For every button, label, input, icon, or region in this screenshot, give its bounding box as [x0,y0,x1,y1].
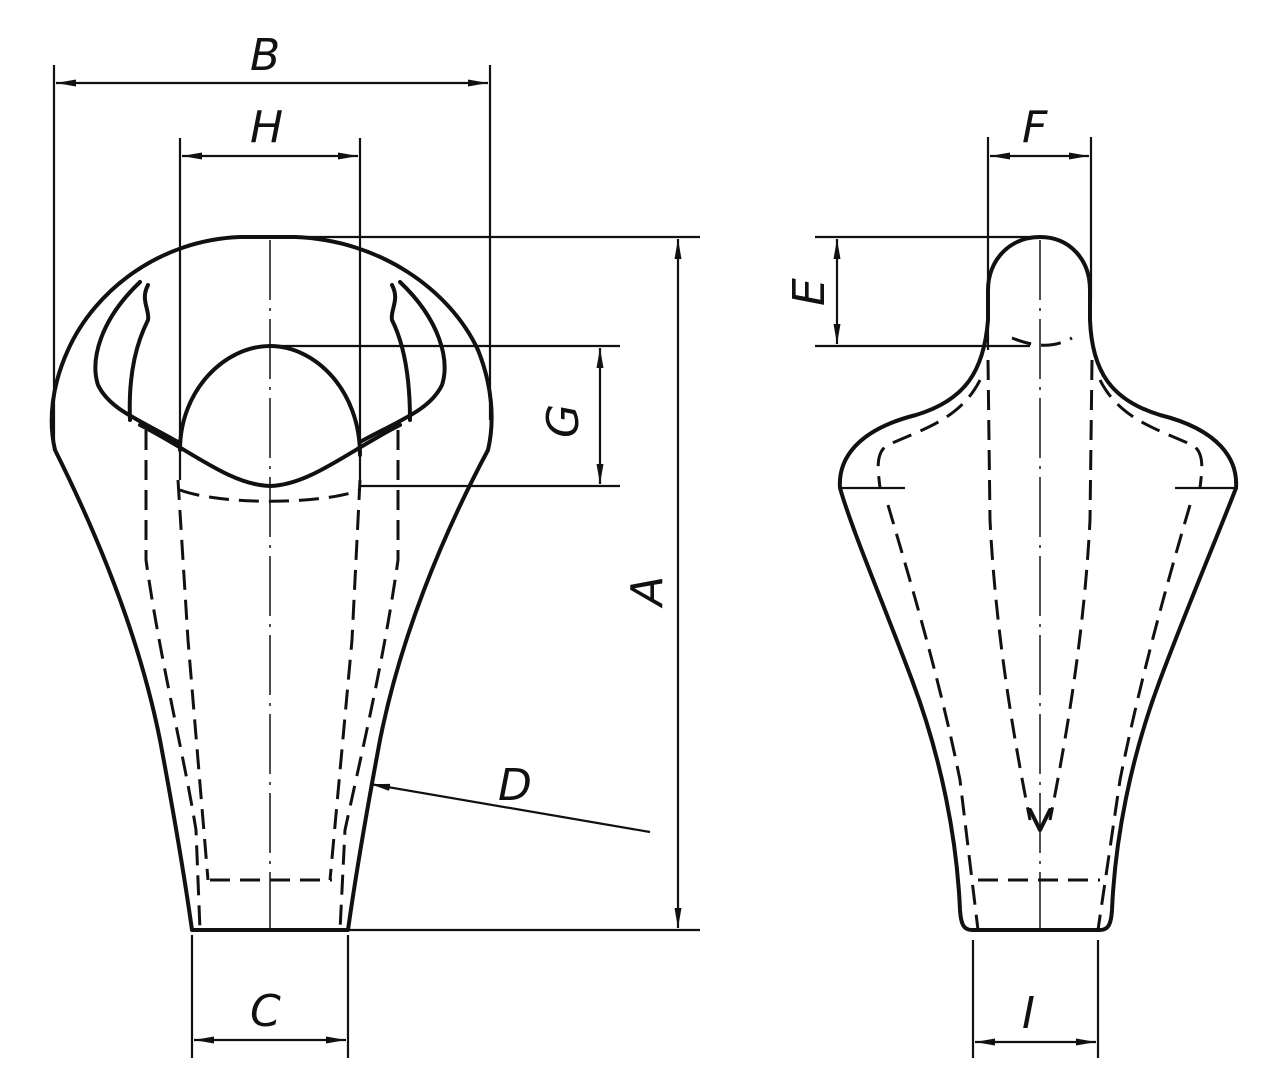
dimension-label-a: A [622,576,673,609]
side-outer-outline [837,235,1239,932]
side-hidden-shoulder-left [876,379,982,489]
front-hidden-inner-left [176,479,210,881]
front-cup-bottom [138,423,402,488]
front-inner-contour-right [358,280,447,444]
dimension-label-e: E [784,278,835,306]
side-hidden-shoulder-right [1098,379,1204,489]
front-hidden-inner-right [328,479,362,881]
dimension-label-c: C [250,986,281,1037]
side-hidden-neck [1011,336,1073,347]
front-ball-dome [178,344,362,457]
leader-line-d [369,782,651,834]
dimension-label-b: B [250,30,280,81]
dimension-label-d: D [498,760,532,811]
side-view: F E I [784,102,1239,1058]
dimension-label-i: I [1022,988,1035,1039]
front-hidden-outer-left [144,430,202,931]
side-bore-tip [1028,808,1052,832]
side-hidden-bore-left [986,359,1032,821]
front-hidden-bore-bottom [179,488,361,503]
dimension-label-f: F [1022,102,1048,153]
front-outer-outline [49,235,494,932]
side-hidden-outer-left [886,504,980,931]
side-hidden-bore-right [1048,359,1094,821]
front-view: B H C D A G [49,30,700,1058]
side-hidden-outer-right [1096,504,1192,931]
front-hidden-outer-right [338,430,400,931]
front-inner-contour-left [93,280,180,444]
dimension-label-g: G [538,404,589,438]
dimension-label-h: H [250,102,283,153]
